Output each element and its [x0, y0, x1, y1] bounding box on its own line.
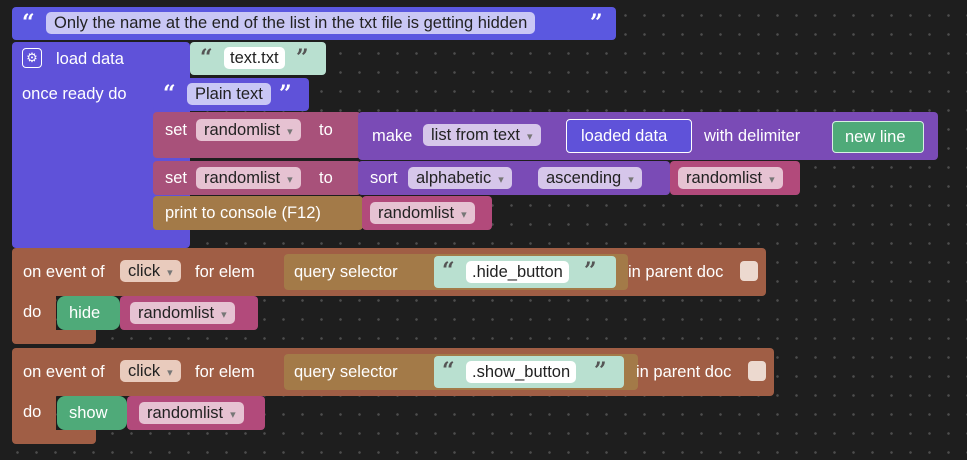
- loaded-data-block[interactable]: loaded data: [566, 119, 692, 153]
- on-event-label: on event of: [23, 263, 105, 281]
- with-delimiter-label: with delimiter: [704, 127, 801, 145]
- variable-dropdown[interactable]: randomlist: [130, 302, 235, 324]
- in-parent-doc-checkbox[interactable]: [740, 261, 758, 281]
- set-label: set: [165, 169, 188, 187]
- variable-dropdown[interactable]: randomlist: [370, 202, 475, 224]
- for-elem-label: for elem: [195, 363, 255, 381]
- event-type-dropdown[interactable]: click: [120, 260, 181, 282]
- query-selector-label: query selector: [294, 263, 398, 281]
- quote-close-icon: ”: [590, 10, 603, 36]
- show-label: show: [69, 404, 108, 422]
- event-block-hide[interactable]: on event of click for elem query selecto…: [12, 248, 766, 296]
- do-label: do: [23, 303, 42, 321]
- sort-mode-dropdown[interactable]: alphabetic: [408, 167, 512, 189]
- file-name-field[interactable]: text.txt: [224, 47, 285, 69]
- query-selector-block[interactable]: query selector “ .hide_button ”: [284, 254, 628, 290]
- event-block-show[interactable]: on event of click for elem query selecto…: [12, 348, 774, 396]
- show-block[interactable]: show: [57, 396, 127, 430]
- comment-text[interactable]: Only the name at the end of the list in …: [46, 12, 536, 34]
- loaded-data-label: loaded data: [581, 127, 668, 145]
- on-event-label: on event of: [23, 363, 105, 381]
- make-option-dropdown[interactable]: list from text: [423, 124, 541, 146]
- query-selector-label: query selector: [294, 363, 398, 381]
- file-text-literal[interactable]: “ text.txt ”: [190, 42, 326, 75]
- print-label: print to console (F12): [165, 204, 321, 222]
- quote-open-icon: “: [442, 258, 455, 284]
- set-sort-block[interactable]: set randomlist to: [153, 161, 361, 195]
- format-field[interactable]: Plain text: [187, 83, 271, 105]
- variable-dropdown[interactable]: randomlist: [196, 119, 301, 141]
- query-selector-block[interactable]: query selector “ .show_button ”: [284, 354, 638, 390]
- hide-label: hide: [69, 304, 101, 322]
- gear-icon[interactable]: ⚙: [22, 48, 42, 68]
- to-label: to: [319, 121, 333, 139]
- quote-close-icon: ”: [594, 358, 607, 384]
- in-parent-doc-checkbox[interactable]: [748, 361, 766, 381]
- for-elem-label: for elem: [195, 263, 255, 281]
- in-parent-doc-label: in parent doc: [636, 363, 732, 381]
- sort-block[interactable]: sort alphabetic ascending: [358, 161, 670, 195]
- variable-block[interactable]: randomlist: [120, 296, 258, 330]
- selector-field[interactable]: .hide_button: [466, 261, 569, 283]
- quote-open-icon: “: [163, 81, 176, 107]
- selector-literal[interactable]: “ .show_button ”: [434, 356, 624, 388]
- quote-open-icon: “: [22, 10, 35, 36]
- variable-block[interactable]: randomlist: [127, 396, 265, 430]
- make-list-block[interactable]: make list from text loaded data with del…: [358, 112, 938, 160]
- format-block[interactable]: “ Plain text ”: [153, 78, 309, 111]
- event-type-dropdown[interactable]: click: [120, 360, 181, 382]
- selector-literal[interactable]: “ .hide_button ”: [434, 256, 616, 288]
- sort-order-dropdown[interactable]: ascending: [538, 167, 642, 189]
- sort-label: sort: [370, 169, 398, 187]
- quote-open-icon: “: [442, 358, 455, 384]
- selector-field[interactable]: .show_button: [466, 361, 577, 383]
- comment-block[interactable]: “ Only the name at the end of the list i…: [12, 7, 616, 40]
- variable-dropdown[interactable]: randomlist: [678, 167, 783, 189]
- load-data-label: load data: [56, 50, 124, 68]
- print-block[interactable]: print to console (F12): [153, 196, 363, 230]
- quote-close-icon: ”: [279, 81, 292, 107]
- variable-dropdown[interactable]: randomlist: [139, 402, 244, 424]
- do-label: do: [23, 403, 42, 421]
- set-label: set: [165, 121, 188, 139]
- event-do-rail: [12, 395, 56, 433]
- quote-close-icon: ”: [296, 45, 309, 71]
- variable-block[interactable]: randomlist: [362, 196, 492, 230]
- new-line-block[interactable]: new line: [832, 121, 924, 153]
- new-line-label: new line: [845, 128, 906, 146]
- to-label: to: [319, 169, 333, 187]
- once-ready-label: once ready do: [22, 85, 127, 103]
- hide-block[interactable]: hide: [57, 296, 120, 330]
- set-variable-block[interactable]: set randomlist to: [153, 112, 361, 158]
- quote-close-icon: ”: [584, 258, 597, 284]
- quote-open-icon: “: [200, 45, 213, 71]
- variable-dropdown[interactable]: randomlist: [196, 167, 301, 189]
- make-label: make: [372, 127, 413, 145]
- in-parent-doc-label: in parent doc: [628, 263, 724, 281]
- event-footer: [12, 330, 96, 344]
- event-footer: [12, 430, 96, 444]
- variable-block[interactable]: randomlist: [670, 161, 800, 195]
